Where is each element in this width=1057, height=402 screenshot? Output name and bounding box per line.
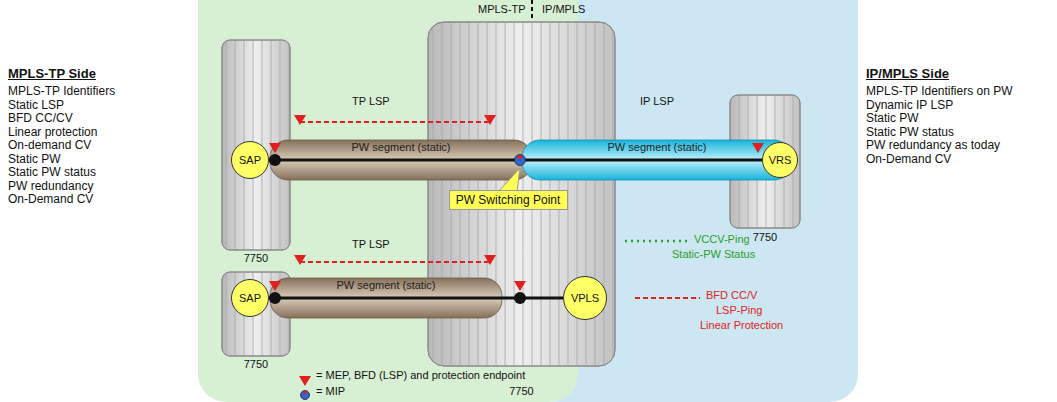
node-label: VPLS (571, 292, 599, 304)
pw-segment-label: PW segment (static) (351, 141, 450, 153)
pw-segment-label: PW segment (static) (607, 141, 706, 153)
vpls-circle: VPLS (563, 276, 607, 320)
endpoint-dot (269, 154, 526, 304)
feature-item: Static LSP (8, 98, 64, 112)
router-chassis: 7750VRS (730, 95, 800, 228)
feature-item: PW redundancy (8, 179, 93, 193)
node-label: PW Switching Point (456, 193, 561, 207)
router-model: 7750 (212, 358, 300, 370)
vrs-circle: VRS (762, 142, 798, 178)
feature-item: MPLS-TP Identifiers (8, 84, 115, 98)
domain-divider (531, 0, 533, 19)
feature-item: On-Demand CV (866, 152, 951, 166)
router-model: 7750 (418, 385, 625, 397)
feature-item: On-Demand CV (8, 192, 93, 206)
switching-point-callout: PW Switching Point (449, 190, 568, 210)
domain-label: IP/MPLS (542, 3, 585, 15)
sap-circle: SAP (231, 141, 269, 179)
feature-item: On-demand CV (8, 138, 91, 152)
feature-item: Static PW (8, 152, 61, 166)
mep-triangle (269, 115, 764, 386)
vccv-dotted-line (625, 240, 690, 243)
pw-segment-label: PW segment (static) (336, 279, 435, 291)
feature-item: BFD CC/CV (8, 111, 73, 125)
sap-circle: SAP (231, 279, 269, 317)
side-heading: IP/MPLS Side (866, 66, 949, 81)
domain-label: MPLS-TP (478, 3, 526, 15)
callout-pointer (499, 168, 520, 191)
feature-item: Static PW status (866, 125, 954, 139)
side-heading: MPLS-TP Side (8, 66, 96, 81)
legend-text: Static-PW Status (672, 248, 755, 260)
node-label: SAP (239, 292, 261, 304)
legend-text: = MEP, BFD (LSP) and protection endpoint (316, 369, 525, 381)
router-chassis: 7750VPLSPW Switching Point (428, 22, 615, 366)
legend-text: VCCV-Ping (694, 233, 750, 245)
node-label: VRS (769, 154, 792, 166)
lsp-label: IP LSP (640, 95, 674, 107)
lsp-tunnel (270, 140, 792, 318)
router-chassis: 7750SAP (222, 272, 290, 356)
router-chassis: 7750SAP (222, 40, 290, 250)
feature-item: Linear protection (8, 125, 97, 139)
feature-item: MPLS-TP Identifiers on PW (866, 84, 1013, 98)
lsp-label: TP LSP (352, 95, 390, 107)
router-model: 7750 (212, 252, 300, 264)
feature-item: Static PW status (8, 165, 96, 179)
lsp-label: TP LSP (352, 238, 390, 250)
legend-text: LSP-Ping (716, 304, 762, 316)
legend-text: Linear Protection (700, 319, 783, 331)
feature-item: PW redundancy as today (866, 138, 1000, 152)
legend-text: BFD CC/V (706, 289, 757, 301)
feature-item: Dynamic IP LSP (866, 98, 953, 112)
node-label: SAP (239, 154, 261, 166)
router-chassis (222, 22, 800, 366)
feature-item: Static PW (866, 111, 919, 125)
legend-text: = MIP (316, 385, 345, 397)
